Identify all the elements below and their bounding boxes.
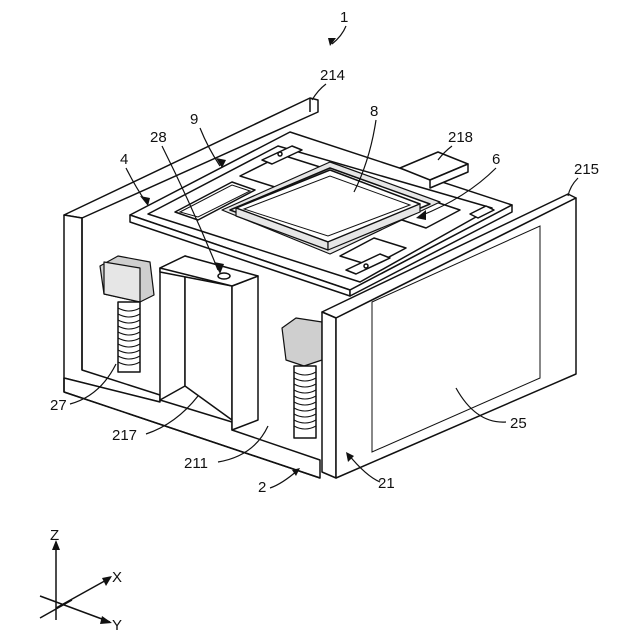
- label-9: 9: [190, 111, 198, 128]
- label-21: 21: [378, 475, 395, 492]
- label-4: 4: [120, 151, 128, 168]
- left-spring: [118, 302, 140, 372]
- y-axis-label: Y: [112, 617, 122, 634]
- label-1: 1: [340, 9, 348, 26]
- left-end-wall: [64, 215, 160, 402]
- label-214: 214: [320, 67, 345, 84]
- right-actuator: [282, 318, 322, 438]
- z-axis-label: Z: [50, 527, 59, 544]
- x-axis-label: X: [112, 569, 122, 586]
- label-6: 6: [492, 151, 500, 168]
- label-218: 218: [448, 129, 473, 146]
- label-217: 217: [112, 427, 137, 444]
- axis-triad: Z X Y: [40, 527, 122, 634]
- y-axis-line: [40, 596, 110, 622]
- divider-wall: [160, 256, 185, 400]
- label-215: 215: [574, 161, 599, 178]
- side-wall-left-edge: [322, 312, 336, 478]
- right-pusher-block: [282, 318, 322, 366]
- label-28: 28: [150, 129, 167, 146]
- x-axis-line: [56, 578, 110, 608]
- label-25: 25: [510, 415, 527, 432]
- left-actuator: [100, 256, 154, 372]
- divider-front: [232, 276, 258, 430]
- right-spring: [294, 366, 316, 438]
- label-27: 27: [50, 397, 67, 414]
- label-8: 8: [370, 103, 378, 120]
- label-211: 211: [184, 455, 208, 472]
- label-2: 2: [258, 479, 266, 496]
